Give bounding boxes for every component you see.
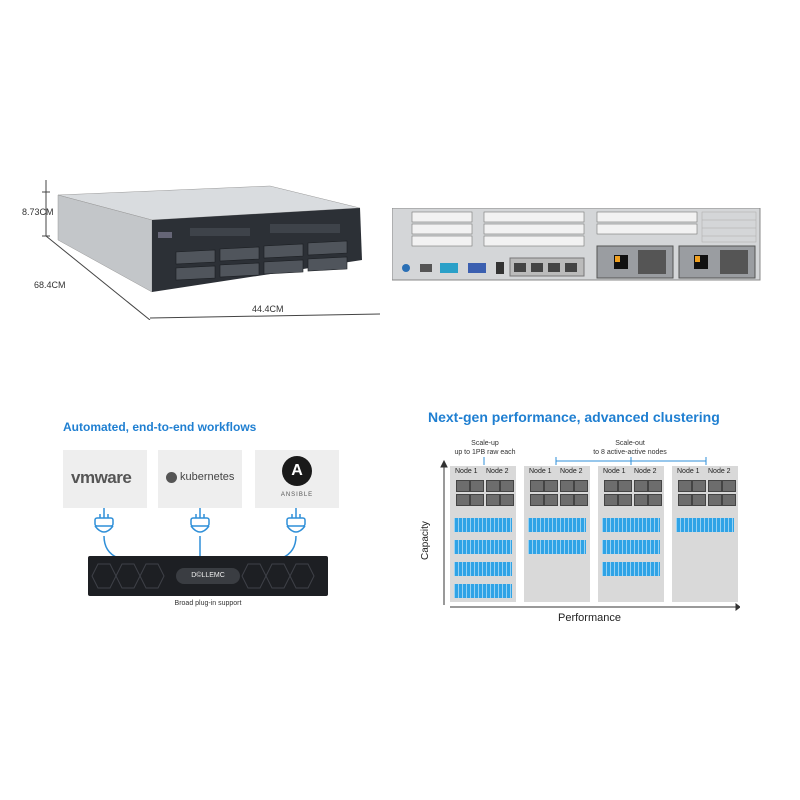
node-2-drive bbox=[560, 494, 574, 506]
dell-emc-logo: D©LLEMC bbox=[176, 568, 240, 584]
server-front-image bbox=[42, 180, 380, 320]
node-2-label: Node 2 bbox=[708, 468, 731, 475]
node-2-drive bbox=[708, 480, 722, 492]
node-2-label: Node 2 bbox=[560, 468, 583, 475]
node-1-label: Node 1 bbox=[603, 468, 626, 475]
node-1-label: Node 1 bbox=[529, 468, 552, 475]
node-1-drive bbox=[692, 494, 706, 506]
node-2-drive bbox=[574, 494, 588, 506]
node-1-label: Node 1 bbox=[455, 468, 478, 475]
cluster-appliance-4: Node 1 Node 2 bbox=[672, 466, 738, 602]
node-2-drive bbox=[574, 480, 588, 492]
capacity-block bbox=[454, 518, 512, 532]
node-2-drive bbox=[486, 494, 500, 506]
node-1-drive bbox=[530, 494, 544, 506]
node-2-drive bbox=[560, 480, 574, 492]
node-2-drive bbox=[722, 494, 736, 506]
server-bezel-pattern bbox=[91, 563, 315, 589]
performance-axis-label: Performance bbox=[558, 612, 621, 624]
cluster-appliance-3: Node 1 Node 2 bbox=[598, 466, 664, 602]
kubernetes-logo: kubernetes bbox=[158, 450, 242, 508]
capacity-block bbox=[602, 540, 660, 554]
node-1-drive bbox=[678, 494, 692, 506]
node-2-drive bbox=[648, 480, 662, 492]
capacity-block bbox=[454, 584, 512, 598]
scale-out-label: Scale-out to 8 active-active nodes bbox=[580, 439, 680, 457]
node-2-drive bbox=[722, 480, 736, 492]
cluster-appliance-2: Node 1 Node 2 bbox=[524, 466, 590, 602]
node-1-drive bbox=[678, 480, 692, 492]
node-1-label: Node 1 bbox=[677, 468, 700, 475]
workflows-title: Automated, end-to-end workflows bbox=[63, 420, 257, 434]
node-1-drive bbox=[692, 480, 706, 492]
ansible-icon: A bbox=[282, 456, 312, 486]
node-1-drive bbox=[618, 480, 632, 492]
clustering-axes bbox=[440, 457, 740, 611]
server-rear-image bbox=[392, 208, 761, 281]
node-1-drive bbox=[544, 480, 558, 492]
node-1-drive bbox=[604, 480, 618, 492]
capacity-block bbox=[676, 518, 734, 532]
node-2-label: Node 2 bbox=[486, 468, 509, 475]
scale-up-line2: up to 1PB raw each bbox=[454, 449, 516, 456]
height-label: 8.73CM bbox=[22, 207, 54, 217]
node-2-drive bbox=[648, 494, 662, 506]
workflows-caption: Broad plug-in support bbox=[174, 600, 242, 607]
vmware-logo-text: vmware bbox=[71, 468, 132, 487]
scale-out-line2: to 8 active-active nodes bbox=[593, 449, 667, 456]
node-2-drive bbox=[500, 494, 514, 506]
node-2-drive bbox=[634, 494, 648, 506]
node-2-drive bbox=[634, 480, 648, 492]
capacity-block bbox=[602, 518, 660, 532]
scale-up-line1: Scale-up bbox=[471, 440, 499, 447]
powerstore-server: D©LLEMC bbox=[88, 556, 328, 596]
scale-up-label: Scale-up up to 1PB raw each bbox=[449, 439, 521, 457]
capacity-block bbox=[528, 518, 586, 532]
node-1-drive bbox=[470, 494, 484, 506]
node-2-drive bbox=[708, 494, 722, 506]
node-1-drive bbox=[470, 480, 484, 492]
capacity-block bbox=[454, 562, 512, 576]
node-2-drive bbox=[500, 480, 514, 492]
capacity-block bbox=[602, 562, 660, 576]
vmware-logo: vmware bbox=[63, 450, 147, 508]
node-1-drive bbox=[530, 480, 544, 492]
capacity-axis-label: Capacity bbox=[420, 521, 431, 560]
node-1-drive bbox=[618, 494, 632, 506]
capacity-block bbox=[528, 540, 586, 554]
ansible-logo: A ANSIBLE bbox=[255, 450, 339, 508]
helm-wheel-icon bbox=[166, 472, 177, 483]
node-2-drive bbox=[486, 480, 500, 492]
node-1-drive bbox=[544, 494, 558, 506]
scale-out-line1: Scale-out bbox=[615, 440, 645, 447]
ansible-logo-text: ANSIBLE bbox=[280, 492, 314, 498]
node-1-drive bbox=[456, 480, 470, 492]
node-1-drive bbox=[604, 494, 618, 506]
clustering-title: Next-gen performance, advanced clusterin… bbox=[428, 409, 720, 425]
cluster-appliance-1: Node 1 Node 2 bbox=[450, 466, 516, 602]
width-label: 44.4CM bbox=[252, 304, 284, 314]
kubernetes-logo-text: kubernetes bbox=[180, 471, 235, 483]
capacity-block bbox=[454, 540, 512, 554]
node-1-drive bbox=[456, 494, 470, 506]
node-2-label: Node 2 bbox=[634, 468, 657, 475]
depth-label: 68.4CM bbox=[34, 280, 66, 290]
plug-connectors bbox=[94, 508, 306, 559]
